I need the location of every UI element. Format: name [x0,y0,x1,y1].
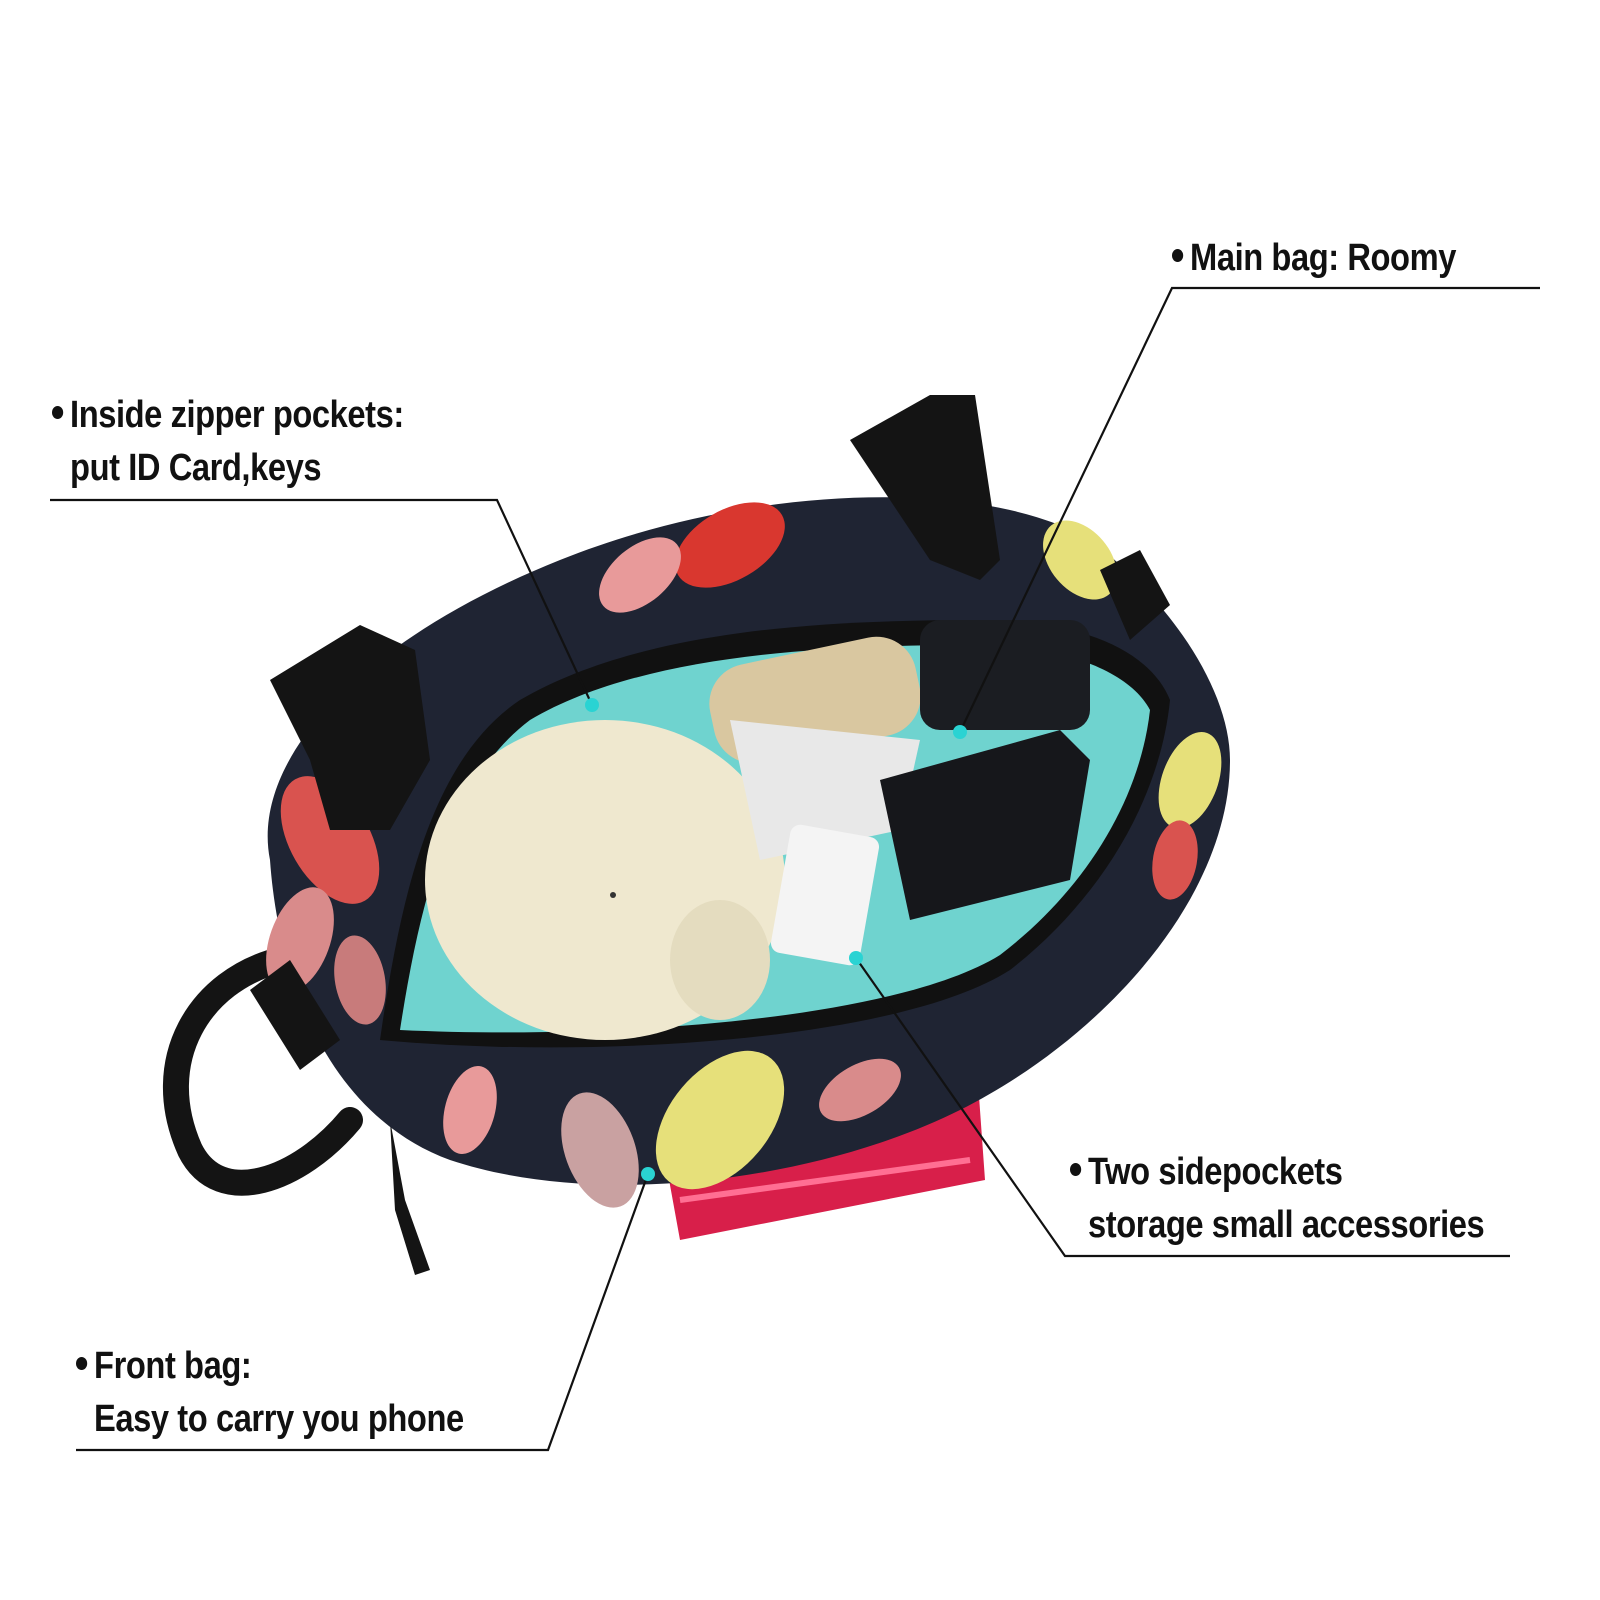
leader-main-bag [959,286,1540,733]
zipper-pull [390,1120,430,1275]
dot-main-bag [953,725,967,739]
side-strap-left [250,960,340,1070]
callout-front-bag: Front bag: Easy to carry you phone [76,1340,464,1446]
side-strap-right [1100,550,1170,640]
leader-lines [50,286,1540,1452]
wallet [880,730,1090,920]
callout-main-bag: Main bag: Roomy [1172,232,1456,285]
callout-dots [585,698,967,1181]
floral-pattern [266,502,1222,1208]
callout-side-pockets-title: Two sidepockets [1088,1151,1343,1193]
callout-front-bag-title: Front bag: [94,1345,252,1387]
handlebar-strap-right [850,395,1000,580]
leader-side-pockets [855,957,1510,1258]
cream-tube [770,824,880,966]
callout-inside-pockets-title: Inside zipper pockets: [70,394,404,436]
callout-inside-pockets-detail: put ID Card,keys [70,447,322,489]
callout-front-bag-detail: Easy to carry you phone [94,1398,464,1440]
callout-inside-pockets: Inside zipper pockets: put ID Card,keys [52,389,404,495]
callout-main-bag-text: Main bag: Roomy [1190,237,1456,279]
bullet-icon [52,406,64,420]
handlebar-strap-left [270,625,430,830]
callout-side-pockets-detail: storage small accessories [1088,1204,1485,1246]
leader-front-bag [76,1173,650,1452]
leader-inside-pockets [50,498,593,706]
dot-inside-pockets [585,698,599,712]
dot-front-bag [641,1167,655,1181]
camera [920,620,1090,730]
bullet-icon [1070,1163,1082,1177]
bullet-icon [76,1357,88,1371]
bullet-icon [1172,249,1184,263]
dot-side-pockets [849,951,863,965]
callout-side-pockets: Two sidepockets storage small accessorie… [1070,1146,1485,1252]
shoulder-strap [162,947,363,1196]
umbrella-pouch [730,720,920,860]
